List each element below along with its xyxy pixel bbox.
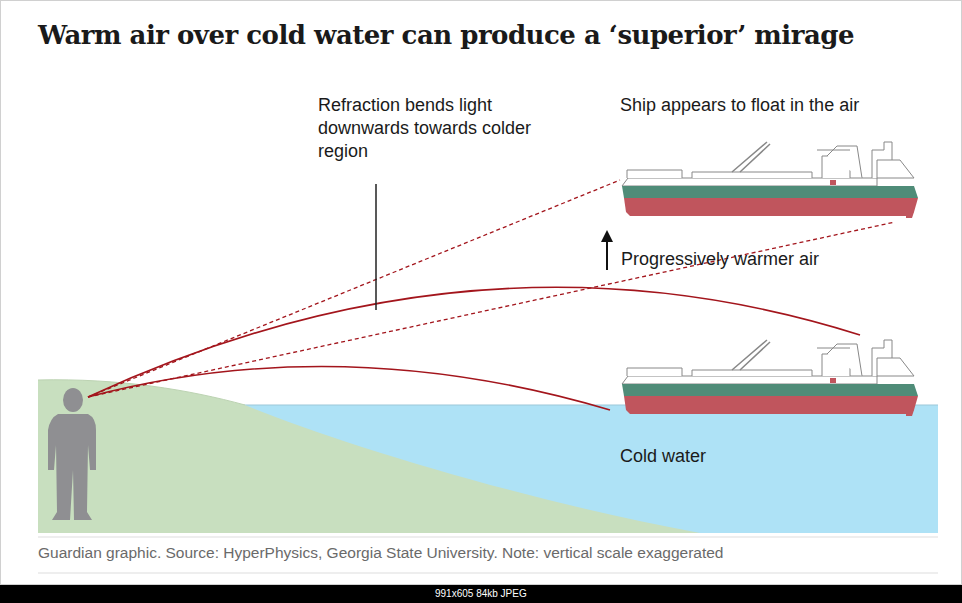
source-caption: Guardian graphic. Source: HyperPhysics, … bbox=[38, 544, 723, 562]
mirage-label: Ship appears to float in the air bbox=[620, 94, 920, 117]
water-label: Cold water bbox=[620, 445, 820, 468]
image-info-watermark: 991x605 84kb JPEG bbox=[435, 588, 527, 599]
refraction-note: Refraction bends light downwards towards… bbox=[318, 94, 538, 163]
diagram-title: Warm air over cold water can produce a ‘… bbox=[38, 20, 854, 50]
warm-air-label: Progressively warmer air bbox=[621, 248, 921, 271]
observer-figure bbox=[48, 388, 96, 520]
